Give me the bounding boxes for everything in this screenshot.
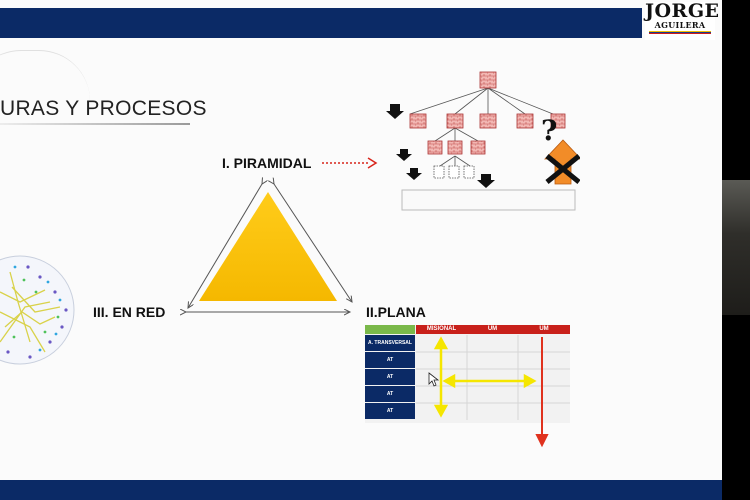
brand-logo: JORGE AGUILERA [645,0,720,40]
matrix-row-at-3: AT [365,386,415,402]
decorative-arc [0,50,90,101]
matrix-arrows [428,336,549,448]
matrix-row-at-4: AT [365,403,415,419]
triangle-diagram [170,170,370,320]
network-illustration [0,255,75,365]
matrix-corner [365,325,415,334]
arrow-left-edge [188,184,262,308]
matrix-col-um-1: UM [467,325,518,334]
logo-flag-stripe [649,31,711,34]
slide-title: URAS Y PROCESOS [0,97,207,120]
arrow-right-edge [274,184,352,302]
matrix-col-misional: MISIONAL [416,325,467,334]
base-bar [401,189,576,211]
question-mark: ? [541,114,557,147]
matrix-row-at-2: AT [365,369,415,385]
label-en-red: III. EN RED [93,304,166,320]
label-piramidal: I. PIRAMIDAL [222,155,312,171]
label-plana: II.PLANA [366,304,426,320]
triangle-shape [199,192,337,301]
org-boxes [409,71,566,155]
matrix-row-transversal: A. TRANSVERSAL [365,335,415,351]
matrix-table: MISIONAL UM UM A. TRANSVERSAL AT AT AT A… [365,325,570,423]
matrix-col-um-2: UM [518,325,570,334]
matrix-row-at-1: AT [365,352,415,368]
header-bar [0,8,642,38]
footer-bar [0,480,722,500]
webcam-feed [722,180,750,315]
dotted-red-arrow [322,157,378,169]
org-chart-illustration: ? [386,71,580,211]
mouse-cursor-icon [428,372,440,387]
logo-name: JORGE [645,0,720,22]
logo-surname: AGUILERA [654,20,706,30]
presentation-slide: JORGE AGUILERA URAS Y PROCESOS [0,0,722,500]
title-underline [0,123,190,125]
